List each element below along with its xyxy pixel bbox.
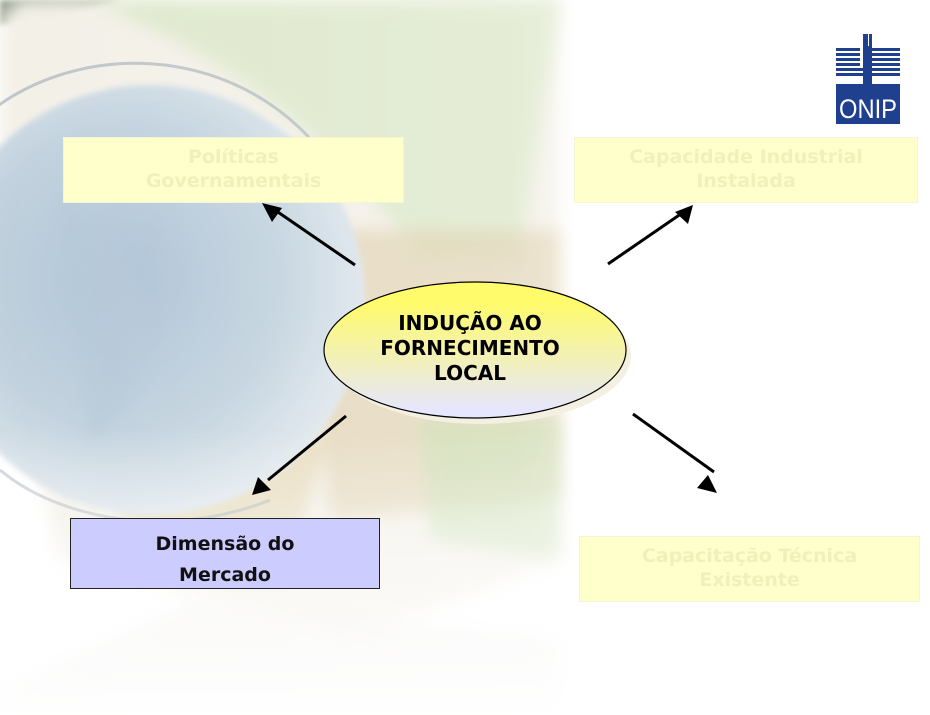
logo-text: ONIP xyxy=(839,94,897,124)
connector-politicas xyxy=(262,203,356,267)
node-dimensao-mercado: Dimensão do Mercado xyxy=(70,518,380,589)
onip-logo: ONIP xyxy=(836,34,900,124)
center-label: INDUÇÃO AO FORNECIMENTO LOCAL xyxy=(320,283,620,413)
center-ellipse xyxy=(323,281,627,419)
node-capacitacao-tecnica: Capacitação Técnica Existente xyxy=(579,536,920,602)
node-label-line: Mercado xyxy=(179,563,271,586)
connector-dimensao xyxy=(252,414,347,495)
node-label-line: Dimensão do xyxy=(155,533,295,555)
connector-capacitacao xyxy=(632,412,717,493)
center-label-line: LOCAL xyxy=(434,360,506,385)
node-label-line: Instalada xyxy=(696,170,796,192)
node-politicas-governamentais: Políticas Governamentais xyxy=(63,137,404,203)
node-label-line: Capacitação Técnica xyxy=(641,545,858,568)
node-label-line: Existente xyxy=(699,569,800,591)
connector-capacidade xyxy=(607,205,693,266)
center-label-line: INDUÇÃO AO xyxy=(398,310,542,335)
center-label-line: FORNECIMENTO xyxy=(380,335,560,360)
node-label-line: Capacidade Industrial xyxy=(629,146,863,169)
node-label-line: Políticas xyxy=(188,146,279,169)
node-capacidade-industrial: Capacidade Industrial Instalada xyxy=(574,137,918,203)
node-label-line: Governamentais xyxy=(145,170,322,192)
